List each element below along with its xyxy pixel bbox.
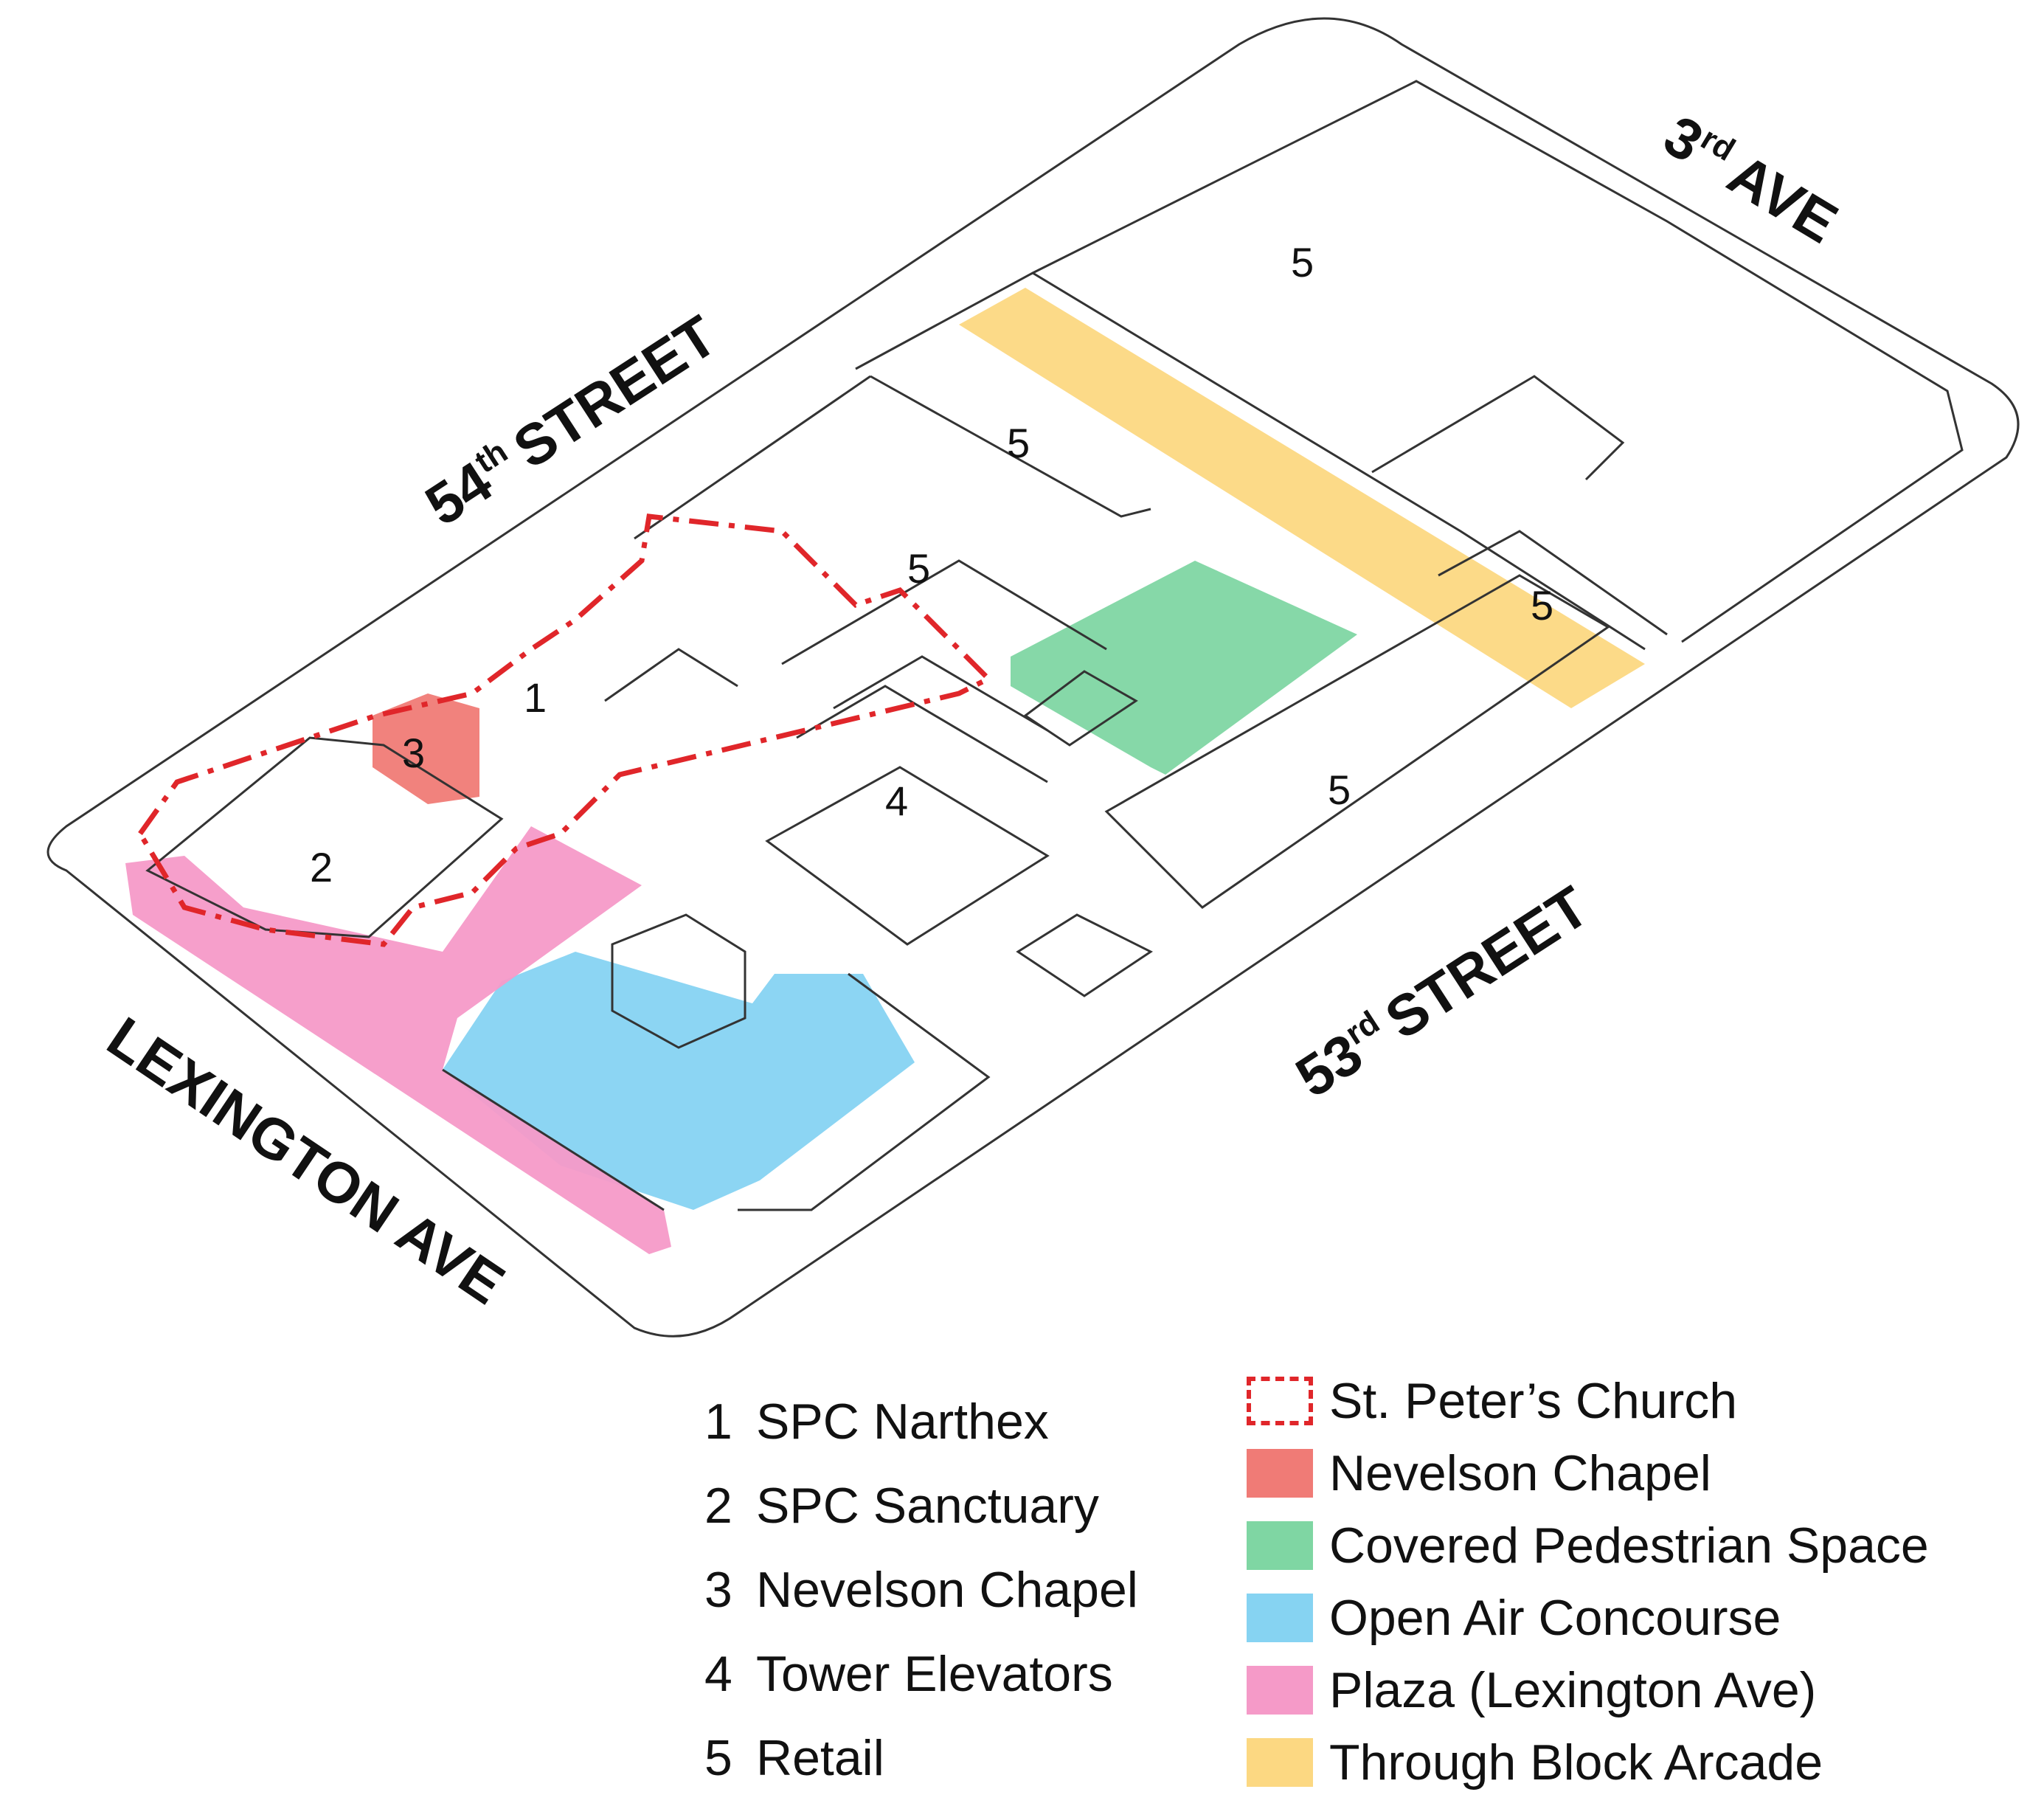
building-walls [145, 80, 1964, 1211]
legend-nevelson-chapel: Nevelson Chapel [1247, 1437, 2036, 1509]
zone-label-5: 5 [1531, 582, 1553, 629]
color-legend: St. Peter’s Church Nevelson Chapel Cover… [1247, 1365, 2036, 1799]
zone-label-4: 4 [885, 778, 908, 824]
swatch-nevelson-chapel [1247, 1449, 1313, 1498]
swatch-plaza-lexington [1247, 1666, 1313, 1715]
through-block-arcade-zone [959, 288, 1645, 708]
covered-pedestrian-space-zone [1011, 561, 1357, 775]
zone-label-2: 2 [310, 844, 333, 890]
legend-plaza-lexington: Plaza (Lexington Ave) [1247, 1654, 2036, 1726]
legend-through-block-arcade: Through Block Arcade [1247, 1726, 2036, 1799]
st-peters-church-boundary [136, 513, 993, 947]
dashed-boundary-swatch [1247, 1377, 1313, 1425]
zone-label-3: 3 [402, 730, 425, 776]
legend-covered-pedestrian-space: Covered Pedestrian Space [1247, 1509, 2036, 1582]
legend-st-peters-church: St. Peter’s Church [1247, 1365, 2036, 1437]
zone-label-5: 5 [1291, 239, 1314, 286]
zone-label-5: 5 [1328, 767, 1351, 813]
zone-label-5: 5 [907, 545, 930, 592]
swatch-through-block-arcade [1247, 1738, 1313, 1787]
plaza-lexington-zone [125, 826, 671, 1254]
zone-label-1: 1 [524, 674, 547, 721]
nevelson-chapel-zone [373, 693, 479, 804]
swatch-covered-pedestrian-space [1247, 1521, 1313, 1570]
zone-label-5: 5 [1007, 420, 1030, 466]
legend-open-air-concourse: Open Air Concourse [1247, 1582, 2036, 1654]
swatch-open-air-concourse [1247, 1594, 1313, 1642]
site-axonometric-diagram: 1 2 3 4 5 5 5 5 5 54thSTREET 3rdAVE 53rd… [46, 17, 2020, 1338]
